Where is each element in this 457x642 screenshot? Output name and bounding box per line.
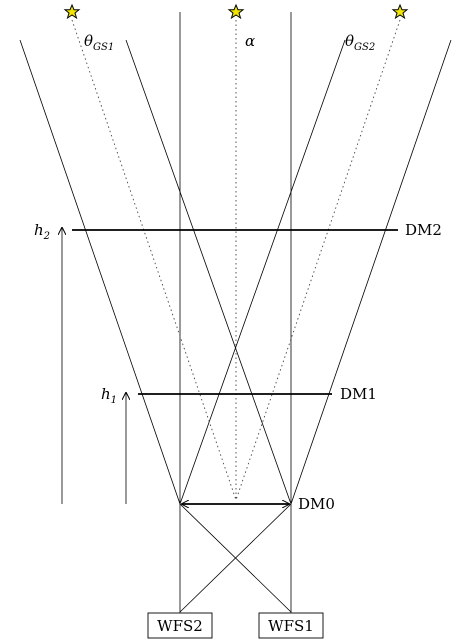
dm1-label: DM1 (340, 385, 377, 403)
beam-gs1-inner (125, 39, 292, 505)
wfs1-label: WFS1 (268, 617, 314, 635)
wfs2-label: WFS2 (157, 617, 203, 635)
alpha-label: α (245, 32, 255, 50)
star-gs2-icon (391, 3, 409, 20)
star-center-icon (227, 3, 245, 20)
wfs1-box: WFS1 (258, 612, 324, 639)
dm0-label: DM0 (298, 495, 335, 513)
dm2-label: DM2 (405, 221, 442, 239)
beam-gs2-inner (179, 39, 346, 505)
wfs2-box: WFS2 (147, 612, 213, 639)
h1-label: h1 (101, 385, 117, 406)
beam-gs1-outer (19, 39, 181, 505)
beam-gs2-outer (290, 39, 452, 505)
theta-gs2-label: θGS2 (345, 32, 375, 53)
star-gs1-icon (63, 3, 81, 20)
beam-cross-to-wfs2 (179, 503, 292, 613)
theta-gs1-label: θGS1 (84, 32, 114, 53)
h2-label: h2 (34, 221, 50, 242)
